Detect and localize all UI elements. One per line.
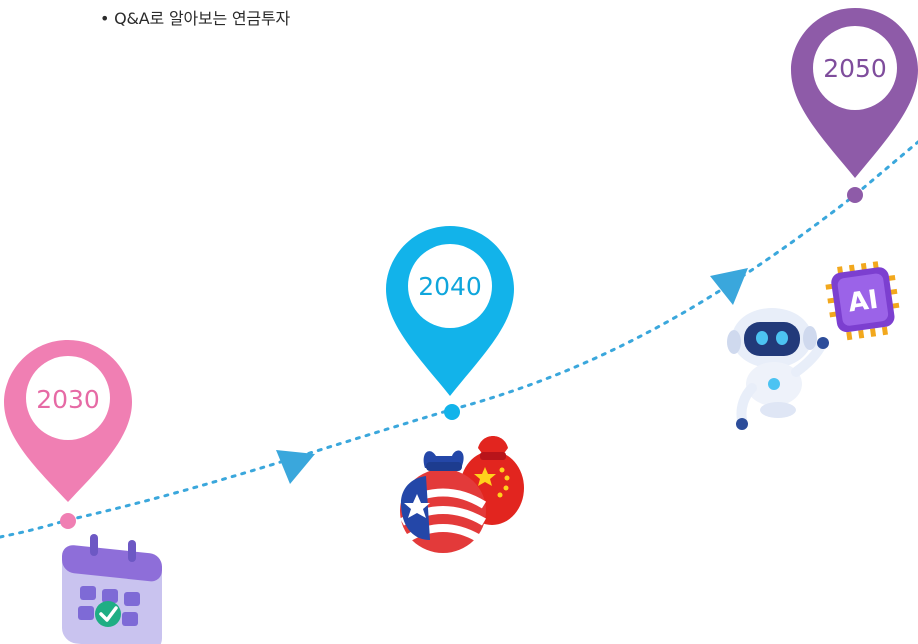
svg-text:AI: AI xyxy=(846,285,880,319)
arrow-icon xyxy=(710,268,748,305)
timeline-node xyxy=(847,187,863,203)
pin-year-label: 2030 xyxy=(36,385,100,414)
pin-year-label: 2050 xyxy=(823,54,887,83)
calendar-check-icon xyxy=(62,534,162,644)
timeline-node xyxy=(444,404,460,420)
timeline-node xyxy=(60,513,76,529)
pin-2050: 2050 xyxy=(791,8,918,203)
pin-2040: 2040 xyxy=(386,226,514,420)
arrow-icon xyxy=(276,450,315,484)
us-china-money-bags-icon xyxy=(399,436,524,553)
subtitle: • Q&A로 알아보는 연금투자 xyxy=(100,9,290,28)
pin-2030: 2030 xyxy=(4,340,132,529)
robot-ai-chip-icon: AI xyxy=(727,261,900,430)
pin-year-label: 2040 xyxy=(418,272,482,301)
